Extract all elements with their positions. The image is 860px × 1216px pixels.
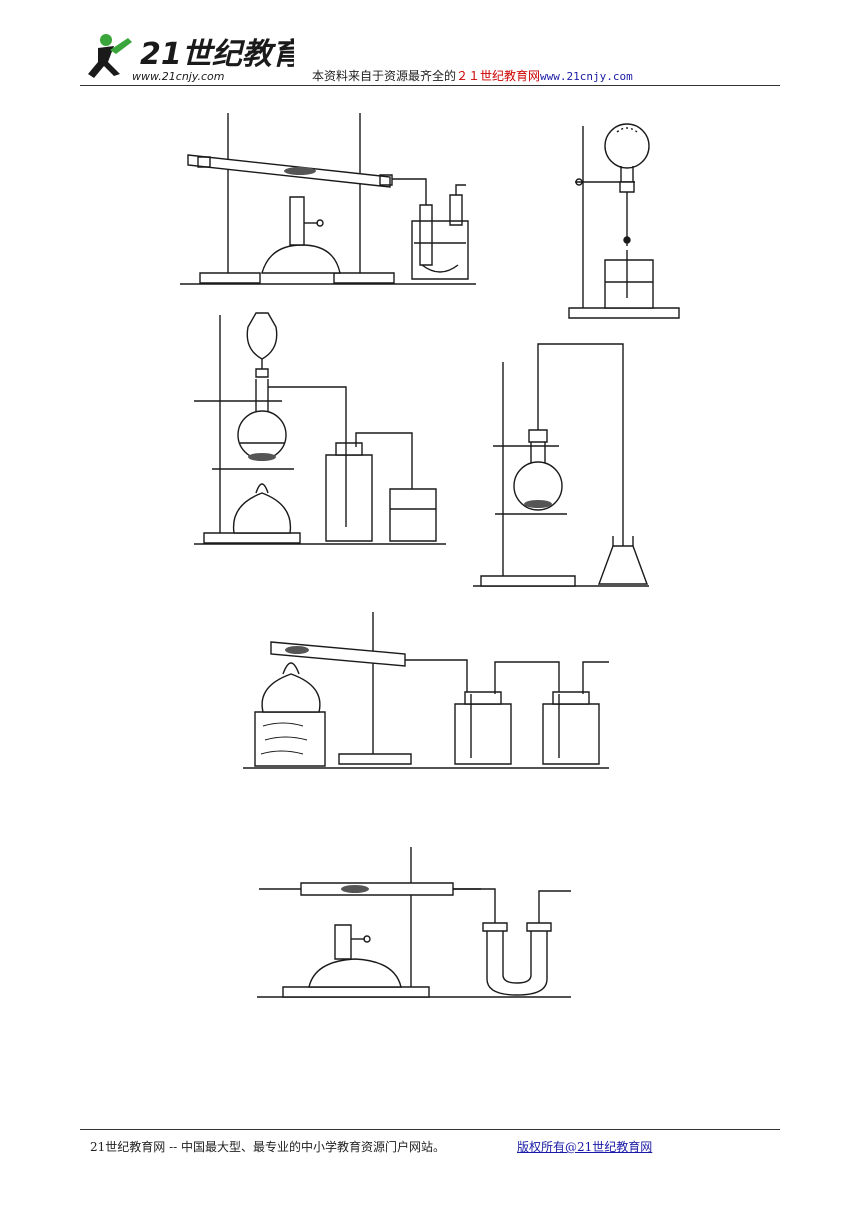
footer-text: 21世纪教育网 -- 中国最大型、最专业的中小学教育资源门户网站。 [90, 1140, 446, 1154]
tagline-url[interactable]: www.21cnjy.com [540, 70, 633, 83]
footer-divider [80, 1129, 780, 1130]
apparatus-heated-test-tube-two-bottles [243, 608, 613, 773]
tagline-prefix: 本资料来自于资源最齐全的 [312, 69, 457, 83]
header-tagline: 本资料来自于资源最齐全的２１世纪教育网www.21cnjy.com [312, 67, 633, 84]
logo-text: 21世纪教育 [140, 37, 294, 72]
tagline-site: ２１世纪教育网 [456, 69, 541, 83]
apparatus-tube-furnace-u-tube [255, 845, 575, 1005]
apparatus-flask-distillation-to-erlenmeyer [473, 340, 653, 590]
apparatus-tube-furnace-with-collection-bottle [180, 105, 480, 290]
apparatus-separatory-funnel-flask-gas-washing [190, 305, 450, 550]
site-logo: 21世纪教育 www.21cnjy.com [88, 34, 294, 83]
runner-icon [88, 34, 132, 78]
apparatus-flask-dropping-into-beaker [565, 120, 685, 325]
logo-url-text: www.21cnjy.com [132, 70, 225, 83]
footer-copyright-link[interactable]: 版权所有@21世纪教育网 [517, 1140, 653, 1154]
header-divider [80, 85, 780, 86]
